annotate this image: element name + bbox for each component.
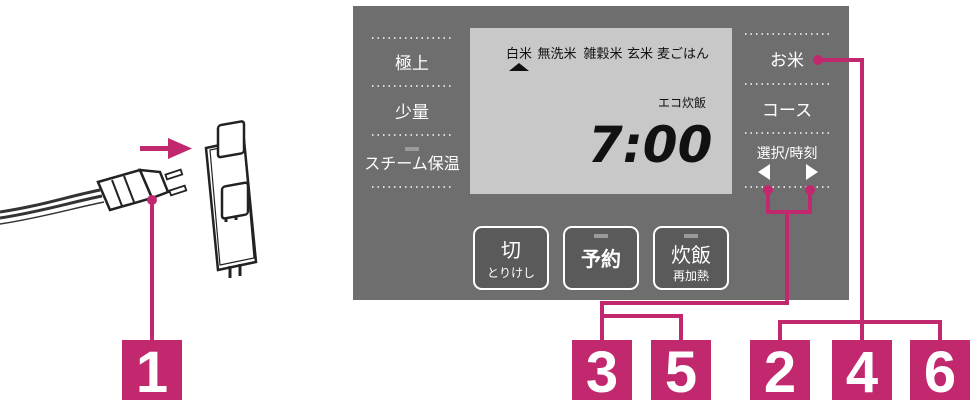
wall-outlet-icon xyxy=(204,120,258,278)
callout-dot-right-arrow xyxy=(805,185,815,195)
step-badge-6 xyxy=(910,340,970,400)
menu-course[interactable]: コース xyxy=(762,101,812,121)
step-badge-1 xyxy=(122,340,182,400)
rice-type-list: 白米無洗米雑穀米玄米麦ごはん xyxy=(506,46,709,62)
eco-cook-label: エコ炊飯 xyxy=(658,95,706,110)
step-number-4: 4 xyxy=(846,340,878,405)
select-left-arrow-icon[interactable] xyxy=(758,164,770,180)
menu-shoryo[interactable]: 少量 xyxy=(395,103,429,123)
step-number-2: 2 xyxy=(764,340,796,405)
off-button-sublabel: とりけし xyxy=(487,266,535,280)
control-panel: 極上 少量 スチーム保温 白米無洗米雑穀米玄米麦ごはん エコ炊飯 7:00 切 … xyxy=(353,6,849,300)
step-number-6: 6 xyxy=(924,340,956,405)
callout-lines xyxy=(150,58,942,345)
rice-type-0: 白米 xyxy=(506,46,532,62)
rice-type-1: 無洗米 xyxy=(537,47,576,62)
power-cord xyxy=(0,188,105,225)
lcd-display: 白米無洗米雑穀米玄米麦ごはん エコ炊飯 7:00 xyxy=(470,28,732,194)
step-number-1: 1 xyxy=(136,340,168,405)
left-menu-separators xyxy=(372,37,452,188)
select-time-label: 選択/時刻 xyxy=(757,146,818,162)
selected-type-marker-icon xyxy=(509,63,529,71)
reserve-button[interactable]: 予約 xyxy=(563,226,639,290)
step-badge-5 xyxy=(651,340,711,400)
cook-button-sublabel: 再加熱 xyxy=(673,269,709,283)
time-readout: 7:00 xyxy=(588,116,712,174)
rice-type-2: 雑穀米 xyxy=(583,46,622,62)
cook-button-label: 炊飯 xyxy=(671,243,711,267)
step-number-5: 5 xyxy=(665,340,697,405)
cook-button[interactable]: 炊飯 再加熱 xyxy=(653,226,729,290)
menu-steam-keep-warm[interactable]: スチーム保温 xyxy=(364,154,460,173)
step-badge-3 xyxy=(572,340,632,400)
rice-type-3: 玄米 xyxy=(627,47,653,62)
step-number-3: 3 xyxy=(586,340,618,405)
step-badge-2 xyxy=(750,340,810,400)
plug-illustration xyxy=(0,120,258,278)
callout-dot-left-arrow xyxy=(763,185,773,195)
cook-indicator-lamp xyxy=(684,234,698,238)
plug-icon xyxy=(96,168,188,212)
menu-rice[interactable]: お米 xyxy=(770,51,804,71)
steam-indicator-lamp xyxy=(405,147,419,151)
off-button-label: 切 xyxy=(501,238,521,262)
insert-arrow-icon xyxy=(140,138,192,159)
menu-gokujo[interactable]: 極上 xyxy=(395,54,429,74)
reserve-button-label: 予約 xyxy=(581,247,621,271)
select-right-arrow-icon[interactable] xyxy=(806,164,818,180)
rice-type-4: 麦ごはん xyxy=(657,46,709,62)
callout-dot-plug xyxy=(147,195,157,205)
reserve-indicator-lamp xyxy=(594,234,608,238)
callout-dot-rice xyxy=(813,55,823,65)
step-badge-4 xyxy=(832,340,892,400)
off-button[interactable]: 切 とりけし xyxy=(473,226,549,290)
